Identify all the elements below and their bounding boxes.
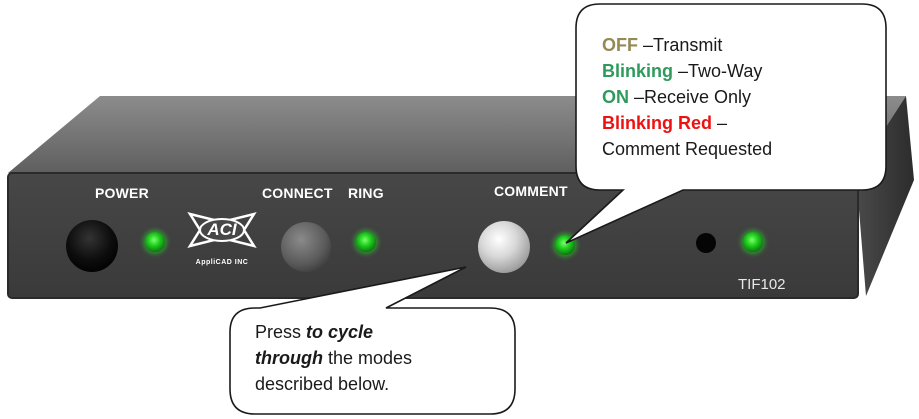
instruction-line-3: described below. (255, 374, 390, 394)
logo-company-text: AppliCAD INC (195, 259, 249, 266)
aci-logo-mark-icon (187, 212, 257, 248)
top-callout-bubble (565, 3, 887, 244)
instruction-emphasis: to cycle (306, 322, 374, 342)
power-label: POWER (95, 185, 149, 201)
instruction-text: the modes (322, 348, 413, 368)
mode-desc: –Two-Way (673, 61, 763, 81)
instruction-emphasis: through (255, 348, 323, 368)
power-button[interactable] (66, 220, 118, 272)
power-led (145, 232, 165, 252)
mode-desc: –Transmit (638, 35, 723, 55)
mode-key: ON (602, 87, 629, 107)
ring-label: RING (348, 185, 384, 201)
instruction-text: Press (255, 322, 307, 342)
status-led (743, 232, 763, 252)
connect-button[interactable] (281, 222, 331, 272)
instruction-line-2: through the modes (255, 345, 412, 371)
mode-blinking-red: Blinking Red – (602, 110, 772, 136)
comment-label: COMMENT (494, 183, 568, 199)
mode-desc: – (712, 113, 728, 133)
mode-blinking: Blinking –Two-Way (602, 58, 772, 84)
press-instruction: Press to cycle through the modes describ… (255, 319, 412, 397)
connect-label: CONNECT (262, 185, 333, 201)
jack-port[interactable] (696, 233, 716, 253)
mode-key: Blinking Red (602, 113, 713, 133)
comment-button[interactable] (478, 221, 530, 273)
mode-key: Blinking (602, 61, 673, 81)
mode-blinking-red-continuation: Comment Requested (602, 139, 773, 159)
mode-legend: OFF –Transmit Blinking –Two-Way ON –Rece… (602, 32, 772, 162)
mode-on: ON –Receive Only (602, 84, 772, 110)
mode-key: OFF (602, 35, 638, 55)
aci-logo: ACI AppliCAD INC (178, 208, 266, 278)
instruction-line-1: Press to cycle (255, 319, 412, 345)
mode-off: OFF –Transmit (602, 32, 772, 58)
logo-mark-text: ACI (207, 220, 237, 239)
bottom-callout-bubble (229, 266, 516, 415)
model-label: TIF102 (738, 276, 786, 293)
device-side-face (856, 96, 914, 296)
mode-desc: –Receive Only (629, 87, 752, 107)
ring-led (356, 232, 376, 252)
